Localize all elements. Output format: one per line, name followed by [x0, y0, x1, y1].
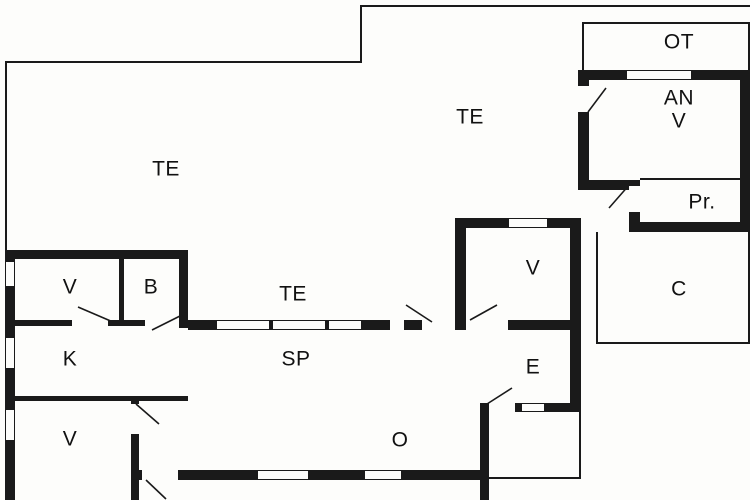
window-left-3 — [5, 410, 15, 440]
door-opening-anv-left — [578, 86, 589, 112]
exterior-wall-left — [5, 250, 15, 500]
interior-wall-anv-pr-divider — [640, 178, 750, 180]
c-room-left-edge — [596, 232, 598, 344]
window-left-1 — [5, 262, 15, 286]
thin-wall-top-left — [5, 61, 362, 63]
door-opening-pr — [629, 186, 640, 212]
exterior-wall-sp-top-2 — [404, 320, 422, 330]
interior-wall-e-right — [570, 330, 581, 410]
window-vmid-top — [509, 218, 547, 228]
window-sp-top-1 — [217, 320, 269, 330]
room-label-o: O — [391, 428, 409, 452]
window-bottom-2 — [365, 470, 401, 480]
door-opening-vmid — [466, 320, 508, 330]
room-label-sp: SP — [281, 347, 311, 371]
interior-wall-vmid-left — [455, 218, 466, 330]
alcove-right-edge — [579, 412, 581, 478]
interior-wall-pr-bottom — [629, 222, 750, 232]
door-opening-bottom-left — [142, 470, 178, 480]
ot-room-left-edge — [582, 22, 584, 70]
interior-wall-vbottom-right — [131, 401, 139, 500]
door-opening-vbottom — [131, 404, 139, 434]
room-label-pr: Pr. — [688, 190, 716, 214]
room-label-te-mid: TE — [279, 282, 307, 306]
room-label-v-bottom: V — [62, 427, 78, 451]
ot-room-top-edge — [582, 22, 750, 24]
exterior-wall-anv-right — [740, 70, 750, 232]
room-label-c: C — [671, 277, 687, 301]
c-room-bottom-edge — [596, 342, 750, 344]
room-label-v-mid: V — [525, 256, 541, 280]
room-label-anv: AN V — [663, 86, 695, 132]
door-opening-v-k — [72, 320, 108, 326]
interior-wall-vb-top — [5, 250, 188, 259]
window-left-2 — [5, 338, 15, 368]
interior-wall-anv-left — [578, 70, 589, 190]
room-label-k: K — [62, 347, 78, 371]
thin-wall-upper-step-vertical — [360, 5, 362, 63]
interior-wall-b-right — [179, 250, 188, 328]
thin-wall-left-terrace — [5, 61, 7, 251]
interior-wall-k-vbottom — [5, 396, 188, 401]
interior-wall-v-b-divider — [119, 259, 124, 322]
room-label-v-top: V — [62, 275, 78, 299]
thin-wall-top-upper — [360, 5, 750, 7]
c-room-right-edge — [748, 232, 750, 344]
room-label-ot: OT — [663, 30, 695, 54]
window-sp-top-3 — [329, 320, 361, 330]
room-label-te-main: TE — [152, 157, 180, 181]
interior-wall-vmid-right — [570, 218, 581, 345]
door-opening-e — [483, 403, 515, 412]
room-label-b: B — [143, 275, 159, 299]
room-label-e: E — [525, 355, 541, 379]
ot-room-right-edge — [748, 22, 750, 72]
window-bottom-1 — [258, 470, 308, 480]
exterior-wall-bottom — [139, 470, 489, 480]
interior-wall-vmid-bottom — [466, 320, 581, 330]
window-sp-top-2 — [273, 320, 325, 330]
interior-wall-alcove-left — [480, 403, 489, 500]
room-label-te-upper: TE — [456, 105, 484, 129]
window-e-bottom — [522, 403, 544, 412]
door-opening-b-k — [145, 320, 179, 326]
window-anv-top — [627, 70, 691, 80]
alcove-bottom-edge — [489, 477, 581, 479]
